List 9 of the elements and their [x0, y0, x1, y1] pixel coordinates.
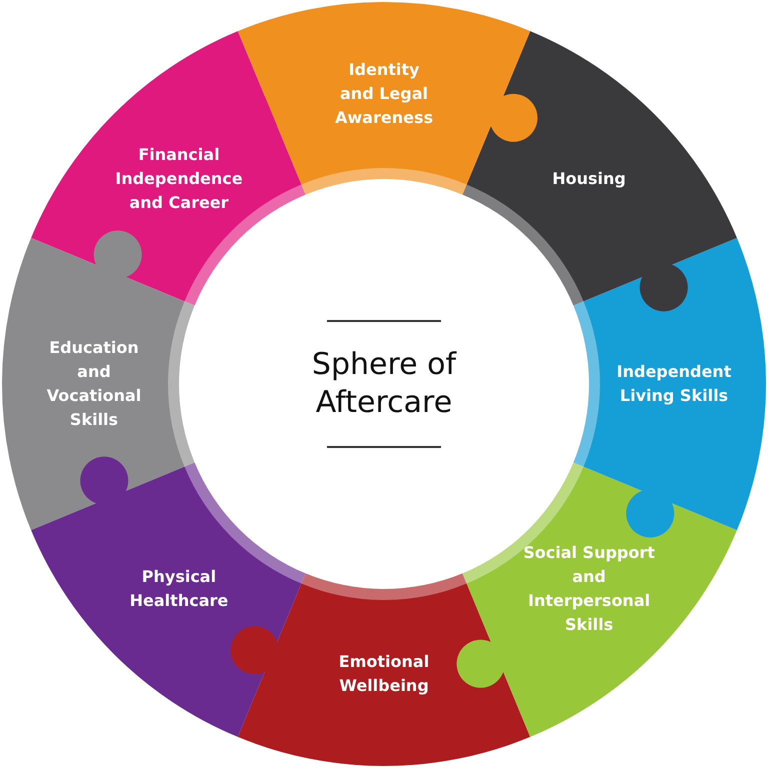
- segment-label: Education and Vocational Skills: [46, 337, 142, 431]
- segment-label: Social Support and Interpersonal Skills: [522, 542, 656, 636]
- segment-label: Housing: [551, 168, 627, 190]
- segment-label: Financial Independence and Career: [114, 144, 244, 214]
- segment-label: Emotional Wellbeing: [338, 651, 430, 697]
- segment-label: Identity and Legal Awareness: [334, 59, 434, 129]
- segment-label: Independent Living Skills: [616, 361, 732, 407]
- segment-label: Physical Healthcare: [128, 566, 230, 612]
- center-title: Sphere of Aftercare: [310, 346, 458, 422]
